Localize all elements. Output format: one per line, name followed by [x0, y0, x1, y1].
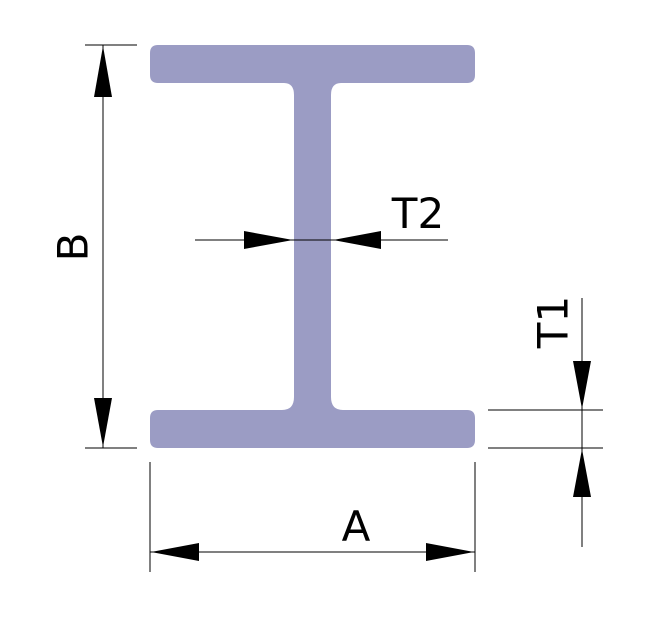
a-arrow-left — [151, 543, 199, 561]
t1-arrow-top — [573, 361, 591, 409]
dimension-t2-label: T2 — [391, 189, 444, 238]
a-arrow-right — [426, 543, 474, 561]
dimension-b — [85, 44, 137, 449]
dimension-a — [149, 462, 476, 572]
dimension-a-label: A — [342, 502, 371, 551]
t2-arrow-left — [244, 231, 293, 249]
i-beam-section — [150, 45, 475, 448]
t2-arrow-right — [333, 231, 381, 249]
dimension-t1-label: T1 — [529, 296, 578, 349]
dimension-b-label: B — [49, 233, 98, 262]
dimension-t1 — [488, 298, 603, 547]
b-arrow-top — [94, 46, 112, 97]
b-arrow-bottom — [94, 398, 112, 447]
dimension-t2 — [195, 231, 448, 249]
t1-arrow-bottom — [573, 449, 591, 497]
